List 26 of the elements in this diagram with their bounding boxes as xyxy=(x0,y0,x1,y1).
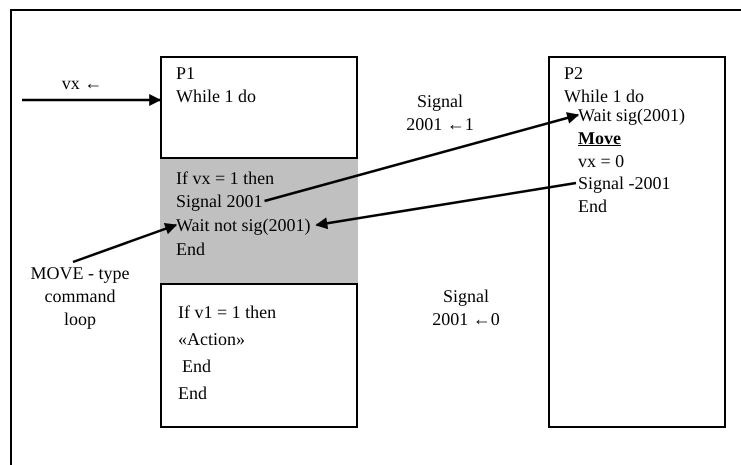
code-line: P1 xyxy=(176,62,196,85)
code-line: If v1 = 1 then xyxy=(178,301,278,324)
edge-label: Signal 2001 ←1 xyxy=(405,90,475,136)
code-line: If vx = 1 then xyxy=(176,167,274,189)
annotation-text: MOVE - type command loop xyxy=(28,262,132,331)
code-line: Signal -2001 xyxy=(578,172,670,194)
arrow xyxy=(315,182,576,230)
code-line: End xyxy=(176,238,205,260)
arrow xyxy=(22,94,162,106)
code-line: End xyxy=(578,195,607,217)
code-line: End xyxy=(178,382,208,405)
arrow xyxy=(264,112,580,202)
code-line: P2 xyxy=(564,62,584,85)
code-line: vx = 0 xyxy=(578,150,624,172)
edge-label: vx ← xyxy=(60,72,104,95)
code-line: Wait not sig(2001) xyxy=(176,214,311,236)
code-line: «Action» xyxy=(178,328,246,351)
process-box xyxy=(548,56,726,428)
code-line: Move xyxy=(578,127,621,149)
code-line: Signal 2001 xyxy=(176,190,263,212)
edge-label: Signal 2001 ←0 xyxy=(431,285,501,331)
code-line: End xyxy=(182,355,212,378)
arrow xyxy=(72,223,178,264)
process-box xyxy=(160,56,358,428)
code-line: While 1 do xyxy=(176,85,257,108)
shaded-section xyxy=(160,157,358,285)
